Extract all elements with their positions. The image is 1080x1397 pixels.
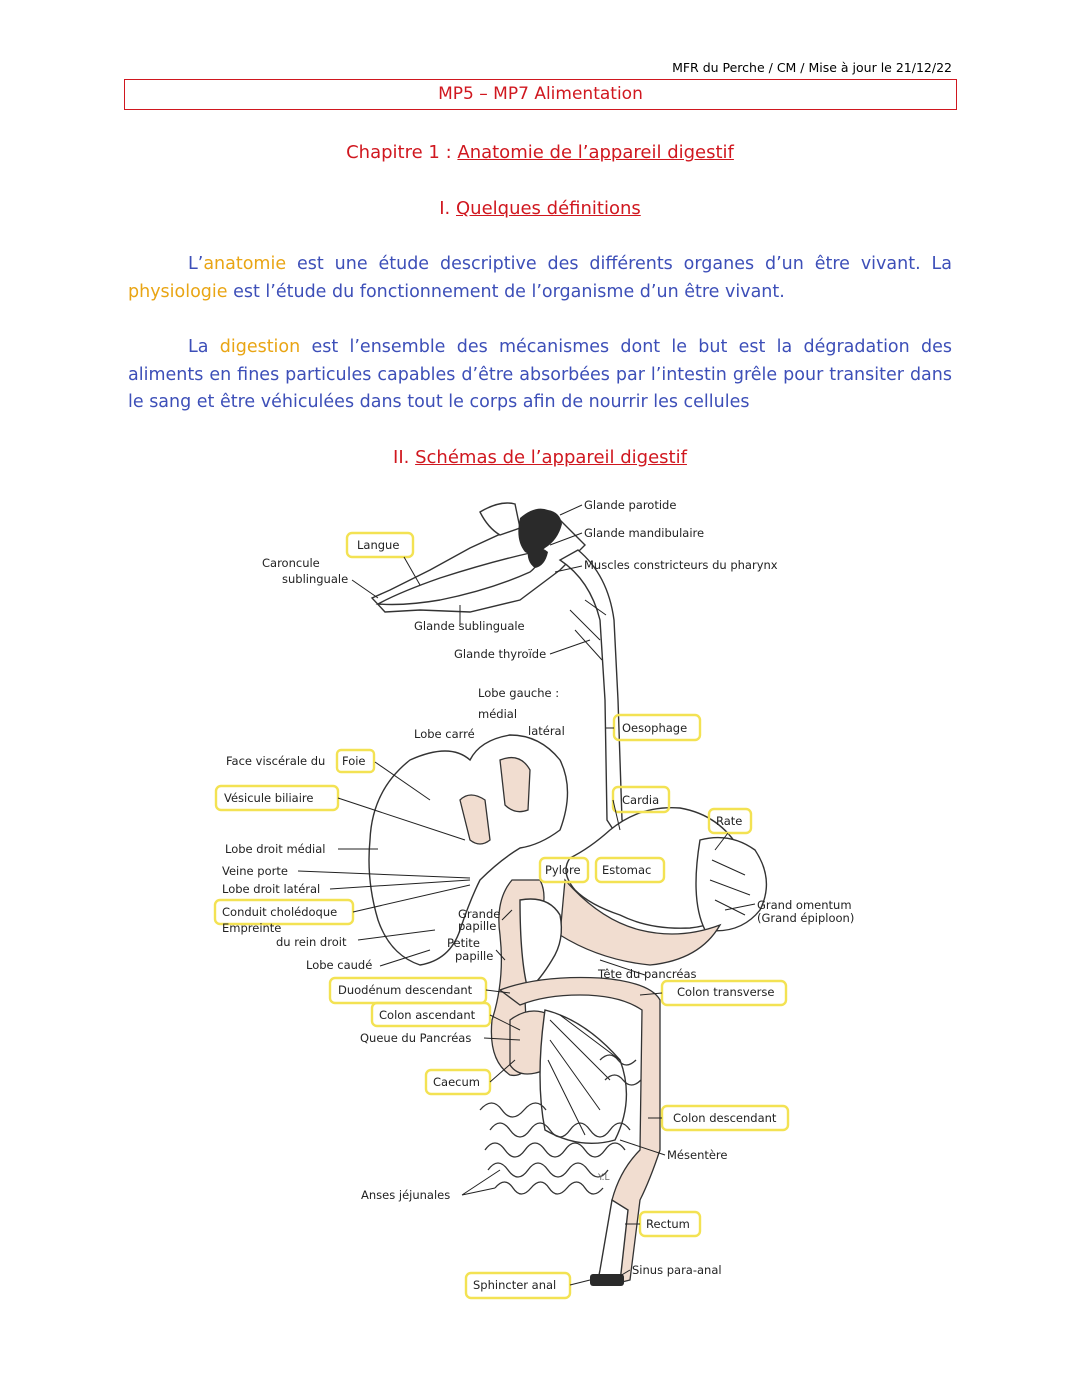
section-1-heading: I. Quelques définitions	[0, 198, 1080, 219]
label-grande-papille: Grande	[458, 907, 500, 921]
label-mesentere: Mésentère	[667, 1148, 728, 1162]
section-1-prefix: I.	[439, 198, 456, 219]
definition-paragraph-2: La digestion est l’ensemble des mécanism…	[128, 334, 952, 417]
label-glande-thyroide: Glande thyroïde	[454, 647, 546, 661]
label-rectum: Rectum	[646, 1217, 690, 1231]
label-pylore: Pylore	[545, 863, 581, 877]
label-lobe-carre: Lobe carré	[414, 727, 475, 741]
section-2-prefix: II.	[393, 447, 416, 468]
label-rate: Rate	[716, 814, 742, 828]
label-colon-ascendant: Colon ascendant	[379, 1008, 476, 1022]
label-vesicule-biliaire: Vésicule biliaire	[224, 791, 313, 805]
keyword-digestion: digestion	[219, 337, 301, 357]
label-lobe-droit-medial: Lobe droit médial	[225, 842, 325, 856]
label-tete-pancreas: Tête du pancréas	[597, 967, 697, 981]
label-caecum: Caecum	[433, 1075, 480, 1089]
label-empreinte: Empreinte	[222, 921, 281, 935]
label-caroncule-sublinguale: sublinguale	[282, 572, 348, 586]
label-colon-descendant: Colon descendant	[673, 1111, 777, 1125]
text-run: La	[188, 337, 220, 357]
leader-lines	[297, 504, 756, 1286]
label-oesophage: Oesophage	[622, 721, 687, 735]
chapter-prefix: Chapitre 1 :	[346, 142, 458, 163]
label-veine-porte: Veine porte	[222, 864, 288, 878]
label-face-viscerale: Face viscérale du	[226, 754, 325, 768]
label-empreinte-rein: du rein droit	[276, 935, 347, 949]
label-lobe-droit-lateral: Lobe droit latéral	[222, 882, 320, 896]
definition-paragraph-1: L’anatomie est une étude descriptive des…	[128, 251, 952, 306]
label-lateral: latéral	[528, 724, 565, 738]
label-glande-mandibulaire: Glande mandibulaire	[584, 526, 704, 540]
label-sinus-para-anal: Sinus para-anal	[632, 1263, 722, 1277]
chapter-title: Anatomie de l’appareil digestif	[457, 142, 734, 163]
label-medial: médial	[478, 707, 517, 721]
label-cardia: Cardia	[622, 793, 659, 807]
label-foie: Foie	[342, 754, 366, 768]
label-glande-sublinguale: Glande sublinguale	[414, 619, 525, 633]
artist-signature: Y.L	[597, 1173, 610, 1183]
section-1-title: Quelques définitions	[456, 198, 641, 219]
text-run: est l’ensemble des mécanismes dont le bu…	[128, 337, 952, 412]
label-anses-jejunales: Anses jéjunales	[361, 1188, 450, 1202]
label-conduit-choledoque: Conduit cholédoque	[222, 905, 337, 919]
text-run: est une étude descriptive des différents…	[286, 254, 952, 274]
keyword-anatomie: anatomie	[203, 254, 287, 274]
label-duodenum-descendant: Duodénum descendant	[338, 983, 473, 997]
section-2-title: Schémas de l’appareil digestif	[415, 447, 687, 468]
label-petite-papille-2: papille	[455, 949, 493, 963]
text-run: L’	[188, 254, 204, 274]
label-estomac: Estomac	[602, 863, 651, 877]
label-lobe-caude: Lobe caudé	[306, 958, 372, 972]
label-langue: Langue	[357, 538, 399, 552]
label-glande-parotide: Glande parotide	[584, 498, 676, 512]
label-petite-papille: Petite	[447, 936, 480, 950]
section-2-heading: II. Schémas de l’appareil digestif	[0, 447, 1080, 468]
label-caroncule: Caroncule	[262, 556, 320, 570]
diagram-labels: Glande parotide Glande mandibulaire Musc…	[222, 498, 854, 1292]
document-header: MFR du Perche / CM / Mise à jour le 21/1…	[672, 60, 952, 75]
label-queue-pancreas: Queue du Pancréas	[360, 1031, 471, 1045]
text-run: est l’étude du fonctionnement de l’organ…	[227, 281, 785, 302]
label-grande-papille-2: papille	[458, 919, 496, 933]
label-colon-transverse: Colon transverse	[677, 985, 774, 999]
label-lobe-gauche: Lobe gauche :	[478, 686, 559, 700]
page-title: MP5 – MP7 Alimentation	[124, 79, 957, 110]
chapter-heading: Chapitre 1 : Anatomie de l’appareil dige…	[0, 142, 1080, 163]
label-muscles-constricteurs: Muscles constricteurs du pharynx	[584, 558, 778, 572]
label-grand-omentum: Grand omentum	[757, 898, 852, 912]
keyword-physiologie: physiologie	[128, 281, 228, 302]
label-sphincter-anal: Sphincter anal	[473, 1278, 556, 1292]
label-grand-epiploon: (Grand épiploon)	[757, 911, 854, 925]
